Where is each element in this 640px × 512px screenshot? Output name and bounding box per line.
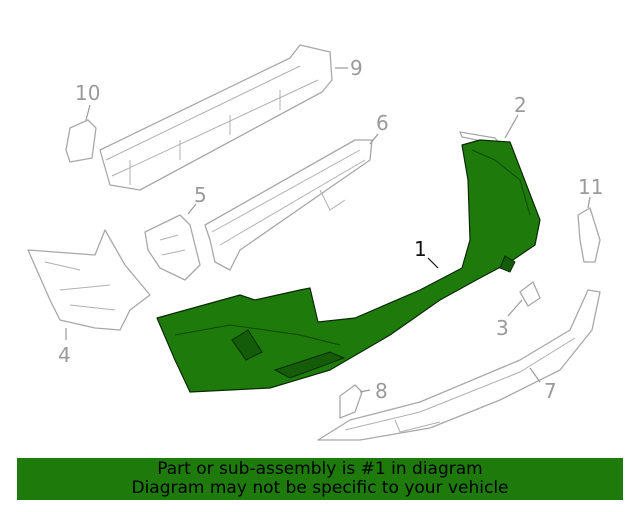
callout-9: 9 (350, 56, 363, 80)
callout-1: 1 (414, 237, 427, 261)
part-8-plug (339, 384, 363, 419)
callout-11: 11 (578, 175, 603, 199)
callout-10: 10 (75, 81, 100, 105)
part-11-bracket (577, 207, 601, 263)
banner-line-2: Diagram may not be specific to your vehi… (131, 478, 509, 498)
part-9-reinforcement-beam (99, 44, 333, 191)
part-1-bumper-cover (156, 139, 541, 393)
callout-6: 6 (376, 111, 389, 135)
callout-4: 4 (58, 343, 71, 367)
part-3-clip (519, 281, 541, 307)
callout-8: 8 (375, 379, 388, 403)
parts-diagram: 1 2 3 4 5 6 7 8 9 10 11 (27, 44, 603, 441)
leader-lines (65, 67, 591, 393)
callout-2: 2 (514, 93, 527, 117)
part-7-lower-trim (317, 289, 601, 441)
callout-5: 5 (194, 183, 207, 207)
info-banner: Part or sub-assembly is #1 in diagram Di… (17, 458, 623, 500)
part-5-bracket (144, 214, 201, 281)
part-6-energy-absorber (204, 139, 373, 271)
callout-3: 3 (496, 316, 509, 340)
banner-line-1: Part or sub-assembly is #1 in diagram (157, 459, 483, 479)
callout-7: 7 (544, 379, 557, 403)
part-4-side-bracket (27, 229, 151, 331)
part-10-cap (65, 119, 97, 163)
